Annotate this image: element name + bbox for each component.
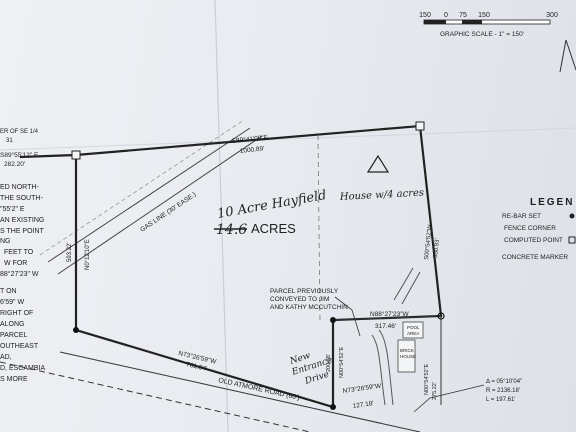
note-line: W FOR [4, 260, 27, 267]
house-label: HOUSE [400, 354, 416, 359]
note-line: D, ESCAMBIA [0, 365, 45, 372]
brick-house [397, 339, 416, 373]
bearing-label: S00°54'52"W [424, 224, 434, 260]
note-line: S MORE [0, 376, 28, 383]
bearing-label: N73°26'59"W [342, 382, 382, 395]
note-line: RIGHT OF [0, 310, 33, 317]
bearing-label: N88°27'23"W [370, 310, 410, 318]
house-label: BRICK [400, 348, 414, 353]
paper-fold [214, 0, 229, 432]
house-sketch-icon [366, 154, 390, 173]
bearing-label: S89°55'12" E [0, 151, 39, 159]
note-line: 31 [6, 138, 13, 144]
curve-leader [413, 384, 485, 413]
graphic-scale: 150 0 75 150 300 GRAPHIC SCALE - 1" = 15… [419, 12, 558, 38]
legend-item: FENCE CORNER [504, 225, 556, 232]
distance-label: 1000.89' [239, 145, 264, 155]
note-line: 6'59" W [0, 299, 24, 306]
curve-line: R = 2136.18' [486, 388, 520, 394]
paper-fold [0, 127, 576, 151]
legend-title: LEGEN [530, 197, 574, 208]
parcel-note: AND KATHY MCCUTCHIN [270, 304, 348, 311]
rebar-point-icon [330, 317, 336, 323]
scale-tick: 150 [419, 12, 431, 19]
hayfield-note: 10 Acre Hayfield [216, 188, 328, 222]
acres-label: ACRES [251, 221, 296, 236]
scale-tick: 150 [478, 12, 490, 19]
distance-label: 550.93' [433, 238, 441, 258]
north-arrow-icon [559, 39, 576, 73]
parcel-boundary [19, 124, 443, 409]
bearing-label: N00°54'52"E [339, 346, 345, 378]
bearing-label: N00°54'52"E [424, 363, 430, 395]
note-line: OUTHEAST [0, 343, 39, 350]
conveyed-parcel: POOL AREA BRICK HOUSE [332, 267, 442, 406]
rebar-symbol-icon [569, 213, 575, 219]
legend-item: COMPUTED POINT [504, 237, 563, 244]
rebar-point-icon [330, 404, 336, 410]
pool-label: POOL [407, 325, 420, 330]
curve-line: Δ = 05°10'04" [486, 379, 522, 385]
corner-markers [71, 121, 445, 410]
pool-label: AREA [407, 331, 419, 336]
note-line: 88°27'23" W [0, 270, 39, 278]
scale-tick: 0 [444, 12, 448, 19]
distance-label: 761.84' [186, 361, 208, 373]
distance-label: 127.18' [352, 400, 374, 410]
legend-item: RE-BAR SET [502, 213, 541, 220]
gas-line-label: GAS LINE (30' EASE.) [139, 191, 197, 233]
legal-description-text: ER OF SE 1/4 31 S89°55'12" E 282.20' ED … [0, 129, 45, 383]
bearing-label: S89°41'00"E [231, 133, 269, 145]
note-line: T ON [0, 288, 17, 295]
note-line: AN EXISTING [0, 217, 44, 224]
note-line: ALONG [0, 321, 25, 328]
house-note: House w/4 acres [339, 188, 425, 203]
note-line: "55'2" E [0, 206, 25, 213]
rebar-point-icon [437, 312, 445, 320]
concrete-marker-icon [71, 150, 81, 160]
distance-label: 200.38' [326, 354, 332, 372]
curve-data: Δ = 05°10'04" R = 2136.18' L = 197.61' [413, 379, 522, 413]
note-line: THE SOUTH- [0, 195, 43, 202]
distance-label: 282.20' [4, 161, 25, 168]
note-leader [334, 296, 361, 337]
curve-line: L = 197.61' [486, 397, 515, 403]
note-line: FEET TO [4, 249, 34, 256]
note-line: ER OF SE 1/4 [0, 129, 39, 135]
interior-dashed-line [317, 134, 321, 323]
distance-label: 275.22' [432, 382, 438, 400]
note-line: ED NORTH- [0, 184, 39, 191]
parcel-note: PARCEL PREVIOUSLY [270, 288, 339, 295]
pool-area [402, 321, 424, 339]
note-line: S THE POINT [0, 228, 45, 235]
scale-tick: 75 [459, 12, 467, 19]
scale-label: GRAPHIC SCALE - 1" = 150' [440, 31, 524, 38]
legend: LEGEN RE-BAR SET FENCE CORNER COMPUTED P… [502, 197, 576, 261]
legend-item: CONCRETE MARKER [502, 254, 568, 261]
note-line: AD, [0, 354, 12, 361]
scale-tick: 300 [546, 12, 558, 19]
note-line: NG [0, 238, 11, 245]
parcel-note: CONVEYED TO JIM [270, 296, 329, 303]
distance-label: 317.46' [375, 323, 396, 330]
rebar-point-icon [73, 327, 79, 333]
struck-acres: 14.6 [216, 222, 247, 238]
concrete-marker-icon [568, 236, 576, 244]
distance-label: 593.22' [67, 243, 73, 263]
bearing-label: N0°12'10"E [85, 239, 91, 270]
concrete-marker-icon [415, 121, 425, 131]
note-line: PARCEL [0, 332, 28, 339]
